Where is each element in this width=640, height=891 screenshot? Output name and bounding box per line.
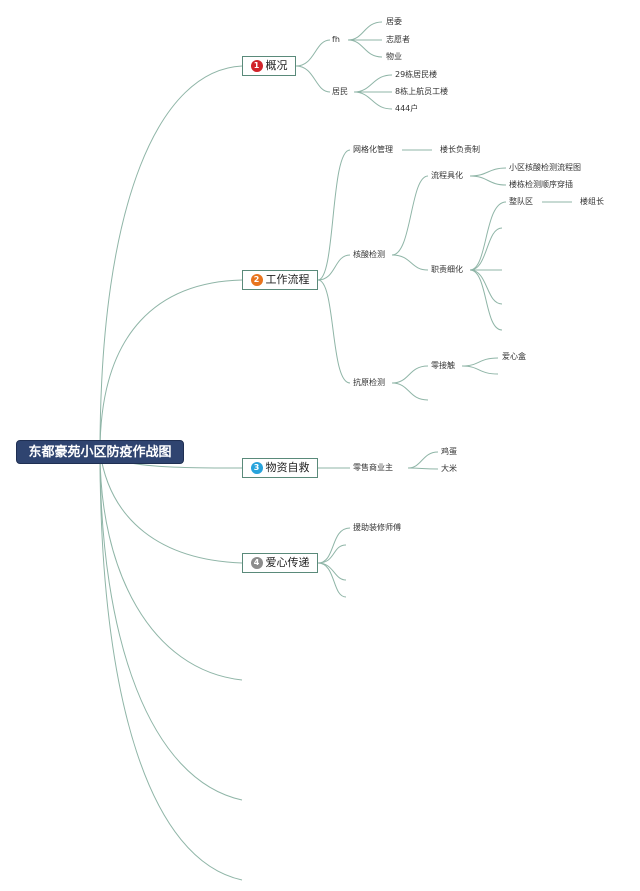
edge-root-empty5 — [99, 451, 243, 681]
node-residents-444[interactable]: 444户 — [395, 104, 419, 113]
node-queue-zone[interactable]: 整队区 — [509, 197, 533, 206]
node-rice[interactable]: 大米 — [441, 464, 457, 473]
node-duties[interactable]: 职责细化 — [431, 265, 463, 274]
edge-root-empty6 — [99, 451, 243, 801]
node-building-leader[interactable]: 楼长负责制 — [440, 145, 480, 154]
node-process[interactable]: 流程具化 — [431, 171, 463, 180]
node-flowchart[interactable]: 小区核酸检测流程图 — [509, 163, 581, 172]
edge-ant-zero — [391, 365, 429, 384]
topic-label: 物资自救 — [265, 461, 310, 474]
node-eggs[interactable]: 鸡蛋 — [441, 447, 457, 456]
node-residents-29[interactable]: 29栋居民楼 — [395, 70, 438, 79]
edge-duty-zone — [469, 201, 507, 271]
edge-t4-e3 — [317, 562, 347, 598]
edge-duty-e4 — [469, 269, 503, 331]
edge-root-topic1 — [99, 65, 243, 453]
edge-res-444 — [353, 91, 393, 110]
topic-label: 概况 — [265, 59, 288, 72]
edge-fh-property — [347, 39, 383, 58]
topic-number-badge: 3 — [250, 462, 263, 474]
edge-t2-antigen — [317, 279, 351, 384]
node-love-box[interactable]: 爱心盒 — [502, 352, 526, 361]
edge-fh-juwei — [347, 21, 383, 41]
node-residents[interactable]: 居民 — [332, 87, 348, 96]
node-volunteer[interactable]: 志愿者 — [386, 35, 410, 44]
topic-label: 爱心传递 — [265, 556, 310, 569]
edge-t4-e1 — [317, 544, 347, 564]
edge-retail-egg — [407, 451, 439, 469]
edge-t4-helper — [317, 527, 351, 564]
node-nucleic-test[interactable]: 核酸检测 — [353, 250, 385, 259]
edge-root-empty7 — [99, 451, 243, 881]
node-zero-contact[interactable]: 零接触 — [431, 361, 455, 370]
topic-overview[interactable]: 1 概况 — [242, 56, 296, 76]
edge-t2-nucleic — [317, 254, 351, 281]
edge-t1-fh — [295, 39, 331, 67]
topic-number-badge: 2 — [250, 274, 263, 286]
topic-number-badge: 1 — [250, 60, 263, 72]
topic-love[interactable]: 4 爱心传递 — [242, 553, 318, 573]
topic-number-badge: 4 — [250, 557, 263, 569]
edge-nuc-duty — [391, 254, 429, 271]
edge-flow-order — [469, 175, 507, 186]
edge-res-29 — [353, 74, 393, 93]
edge-flow-chart — [469, 167, 507, 177]
edge-retail-rice — [407, 467, 439, 470]
edge-t2-grid — [317, 149, 351, 281]
node-property[interactable]: 物业 — [386, 52, 402, 61]
topic-workflow[interactable]: 2 工作流程 — [242, 270, 318, 290]
node-juwei[interactable]: 居委 — [386, 17, 402, 26]
edge-nuc-flow — [391, 175, 429, 256]
node-antigen-test[interactable]: 抗原检测 — [353, 378, 385, 387]
topic-label: 工作流程 — [265, 273, 310, 286]
node-fh[interactable]: fh — [332, 35, 340, 44]
edge-root-topic4 — [99, 451, 243, 564]
edge-duty-e1 — [469, 227, 503, 271]
node-group-leader[interactable]: 楼组长 — [580, 197, 604, 206]
edge-t1-resident — [295, 65, 331, 93]
node-test-order[interactable]: 楼栋检测顺序穿插 — [509, 180, 573, 189]
topic-supplies[interactable]: 3 物资自救 — [242, 458, 318, 478]
edge-zero-box — [461, 357, 499, 367]
root-topic[interactable]: 东都豪苑小区防疫作战图 — [16, 440, 184, 464]
node-helper-worker[interactable]: 援助装修师傅 — [353, 523, 401, 532]
node-grid-management[interactable]: 网格化管理 — [353, 145, 393, 154]
edge-root-topic2 — [99, 279, 243, 453]
edge-t4-e2 — [317, 562, 347, 581]
edge-zero-empty — [461, 365, 499, 375]
node-retail-owner[interactable]: 零售商业主 — [353, 463, 393, 472]
node-residents-8[interactable]: 8栋上航员工楼 — [395, 87, 449, 96]
edge-ant-empty — [391, 382, 429, 401]
